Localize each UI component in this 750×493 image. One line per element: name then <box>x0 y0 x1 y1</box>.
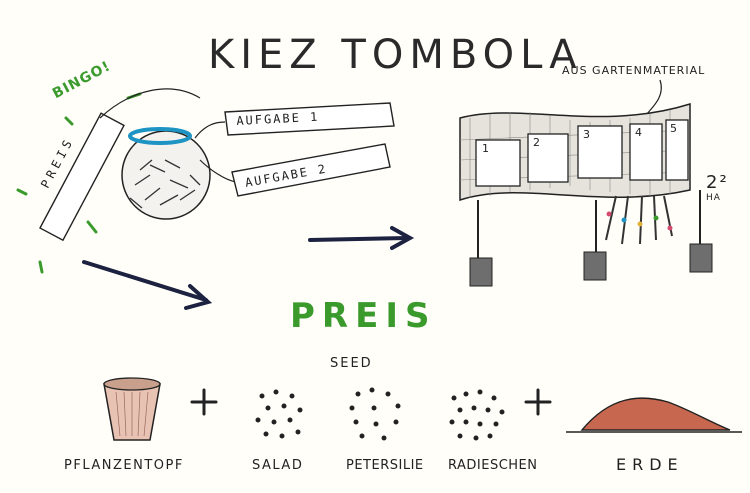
board-slot-number: 4 <box>635 126 642 139</box>
salad-seeds-icon <box>255 389 303 439</box>
board-slot <box>527 133 569 183</box>
parsley-seeds-icon <box>349 387 401 441</box>
board-slot-number: 2 <box>533 136 540 149</box>
task-strip-1 <box>224 102 395 136</box>
slip-string <box>99 88 201 119</box>
plant-pot-icon <box>103 377 161 441</box>
task-strip-2 <box>231 143 391 197</box>
board-mark-value: 2² <box>706 172 729 193</box>
arrow-down-right-icon <box>82 260 213 310</box>
board-mark-sub: HA <box>706 193 721 203</box>
board-note: AUS GARTENMATERIAL <box>562 64 706 77</box>
prize-board <box>459 102 713 287</box>
radish-seeds-icon <box>449 389 505 441</box>
prize-slip <box>39 112 125 242</box>
board-slot <box>577 125 623 179</box>
board-slot-number: 1 <box>482 142 489 155</box>
page-title: KIEZ TOMBOLA <box>208 32 583 78</box>
seed-heading: SEED <box>330 356 373 371</box>
board-mark: 2² HA <box>706 172 729 203</box>
plus-icon <box>190 388 218 416</box>
soil-mound-icon <box>566 397 742 433</box>
board-slot <box>629 123 663 181</box>
fishbowl-icon <box>121 127 211 220</box>
board-slot-number: 5 <box>670 122 677 135</box>
prize-heading: PREIS <box>290 296 437 336</box>
soil-label: ERDE <box>616 455 684 474</box>
plus-icon <box>524 388 552 416</box>
arrow-right-icon <box>308 226 415 250</box>
board-slot <box>665 119 689 181</box>
pot-label: PFLANZENTOPF <box>64 458 184 473</box>
salad-label: SALAD <box>252 458 304 473</box>
board-slot <box>475 139 521 187</box>
board-slot-number: 3 <box>583 128 590 141</box>
radish-label: RADIESCHEN <box>448 458 538 473</box>
parsley-label: PETERSILIE <box>346 458 424 473</box>
